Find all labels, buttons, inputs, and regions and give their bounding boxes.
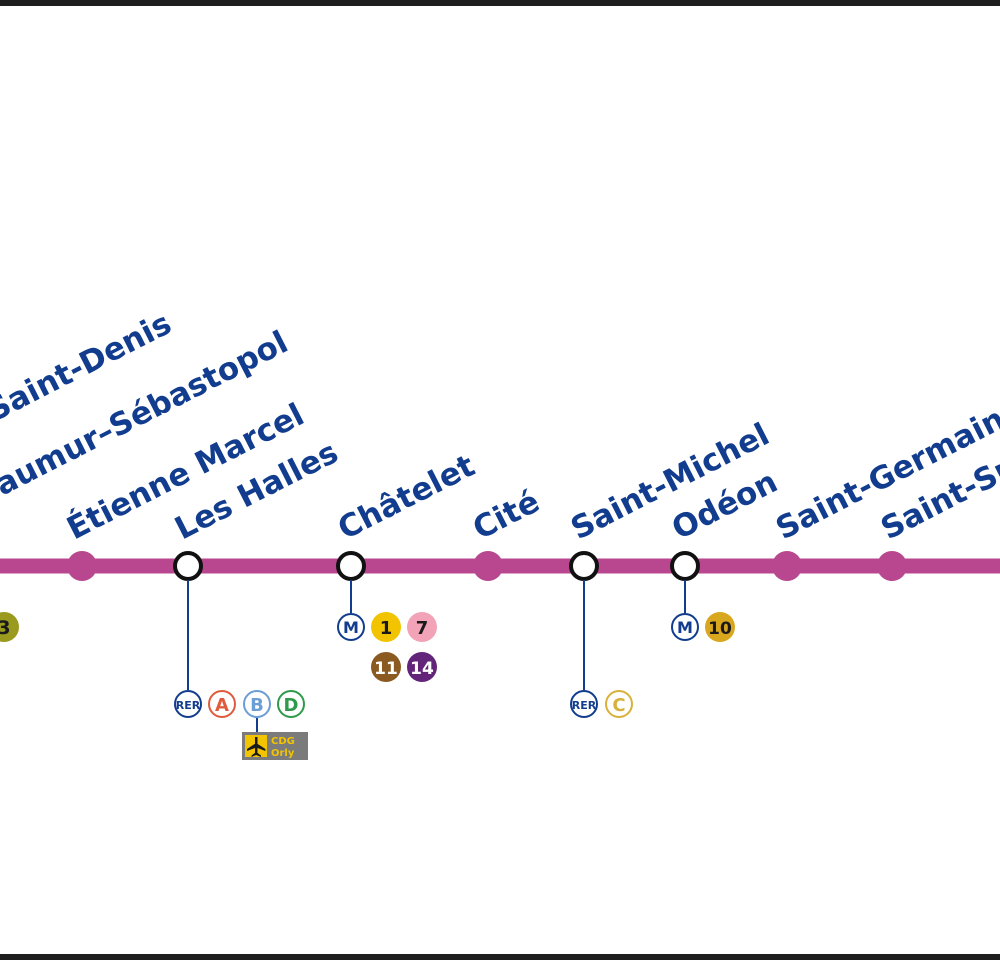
svg-text:A: A <box>215 695 229 716</box>
station-interchange-chatelet[interactable] <box>336 551 366 581</box>
rer-badge-les-halles[interactable]: RER <box>174 690 202 718</box>
rer-badge-saint-michel[interactable]: RER <box>570 690 598 718</box>
svg-text:B: B <box>250 695 264 716</box>
metro-line-14-badge[interactable]: 14 <box>407 652 437 682</box>
svg-text:3: 3 <box>0 617 11 639</box>
rer-line-a-badge[interactable]: A <box>208 690 236 718</box>
svg-text:7: 7 <box>416 618 429 639</box>
airport-badge[interactable]: CDG Orly <box>242 732 308 760</box>
svg-text:RER: RER <box>572 699 597 712</box>
svg-text:M: M <box>677 618 693 637</box>
station-dot-cite[interactable] <box>473 551 503 581</box>
svg-text:1: 1 <box>380 618 393 639</box>
rer-line-c-badge[interactable]: C <box>605 690 633 718</box>
station-dot-etienne-marcel[interactable] <box>67 551 97 581</box>
rer-line-d-badge[interactable]: D <box>277 690 305 718</box>
map-frame: Saint-Denis aumur–Sébastopol Étienne Mar… <box>0 6 1000 954</box>
station-interchange-odeon[interactable] <box>670 551 700 581</box>
metro-line-11-badge[interactable]: 11 <box>371 652 401 682</box>
metro-badge-chatelet[interactable]: M <box>337 613 365 641</box>
metro-line-7-badge[interactable]: 7 <box>407 612 437 642</box>
metro-badge-odeon[interactable]: M <box>671 613 699 641</box>
edge-metro-badge[interactable]: 3 <box>0 612 19 642</box>
svg-text:Orly: Orly <box>271 748 295 759</box>
station-interchange-saint-michel[interactable] <box>569 551 599 581</box>
metro-line-map: Saint-Denis aumur–Sébastopol Étienne Mar… <box>0 306 1000 760</box>
svg-text:CDG: CDG <box>271 736 295 747</box>
metro-line-1-badge[interactable]: 1 <box>371 612 401 642</box>
svg-text:14: 14 <box>410 659 434 679</box>
metro-line-10-badge[interactable]: 10 <box>705 612 735 642</box>
svg-text:C: C <box>612 695 625 716</box>
rer-line-b-badge[interactable]: B <box>243 690 271 718</box>
svg-text:10: 10 <box>708 619 732 639</box>
svg-text:D: D <box>284 695 299 716</box>
svg-text:M: M <box>343 618 359 637</box>
svg-text:RER: RER <box>176 699 201 712</box>
svg-text:11: 11 <box>374 659 398 679</box>
station-label-chatelet: Châtelet <box>332 448 480 547</box>
station-dot-saint-sulpice[interactable] <box>877 551 907 581</box>
airplane-icon <box>247 737 266 757</box>
station-dot-saint-germain[interactable] <box>772 551 802 581</box>
station-label-cite: Cité <box>467 484 545 548</box>
station-interchange-les-halles[interactable] <box>173 551 203 581</box>
